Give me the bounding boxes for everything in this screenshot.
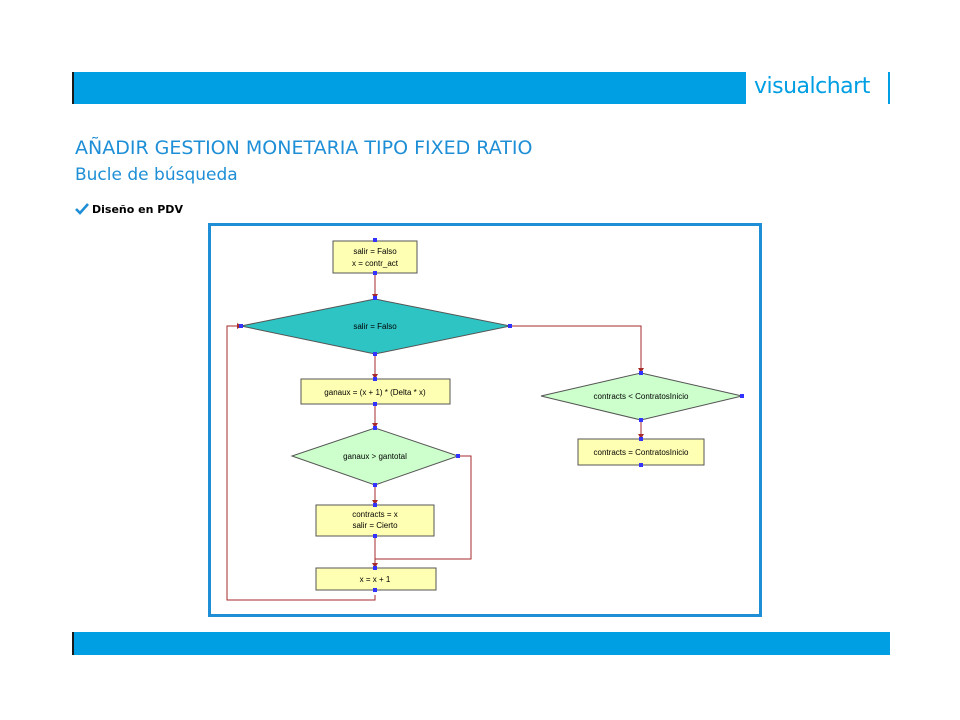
visualchart-logo-icon (700, 76, 742, 100)
flow-set-min-label: contracts = ContratosInicio (594, 448, 689, 457)
flow-assign-box (315, 504, 435, 537)
flow-calc-label: ganaux = (x + 1) * (Delta * x) (324, 388, 426, 397)
flow-set-min-box (577, 438, 705, 466)
flow-assign-line1: contracts = x (352, 510, 398, 519)
flow-init-line1: salir = Falso (353, 247, 397, 256)
flow-check-min-label: contracts < ContratosInicio (594, 392, 689, 401)
checkmark-icon (75, 203, 89, 215)
flow-loop-condition-label: salir = Falso (353, 322, 397, 331)
flowchart: salir = Falso x = contr_act salir = Fals… (226, 238, 744, 601)
flow-ports (239, 238, 744, 592)
slide-subtitle: Bucle de búsqueda (75, 165, 238, 185)
flowchart-frame: salir = Falso x = contr_act salir = Fals… (208, 223, 762, 617)
flow-increment-label: x = x + 1 (360, 575, 391, 584)
footer-bar (72, 632, 890, 655)
flow-assign-line2: salir = Cierto (352, 521, 398, 530)
brand-name: visualchart (754, 74, 870, 99)
slide-title: AÑADIR GESTION MONETARIA TIPO FIXED RATI… (75, 137, 533, 159)
logo-area (746, 72, 888, 104)
flow-init-box (332, 240, 418, 274)
flow-calc-box (300, 378, 451, 405)
flow-init-line2: x = contr_act (352, 259, 399, 268)
bullet-text: Diseño en PDV (92, 203, 183, 216)
flow-compare-label: ganaux > gantotal (343, 452, 407, 461)
